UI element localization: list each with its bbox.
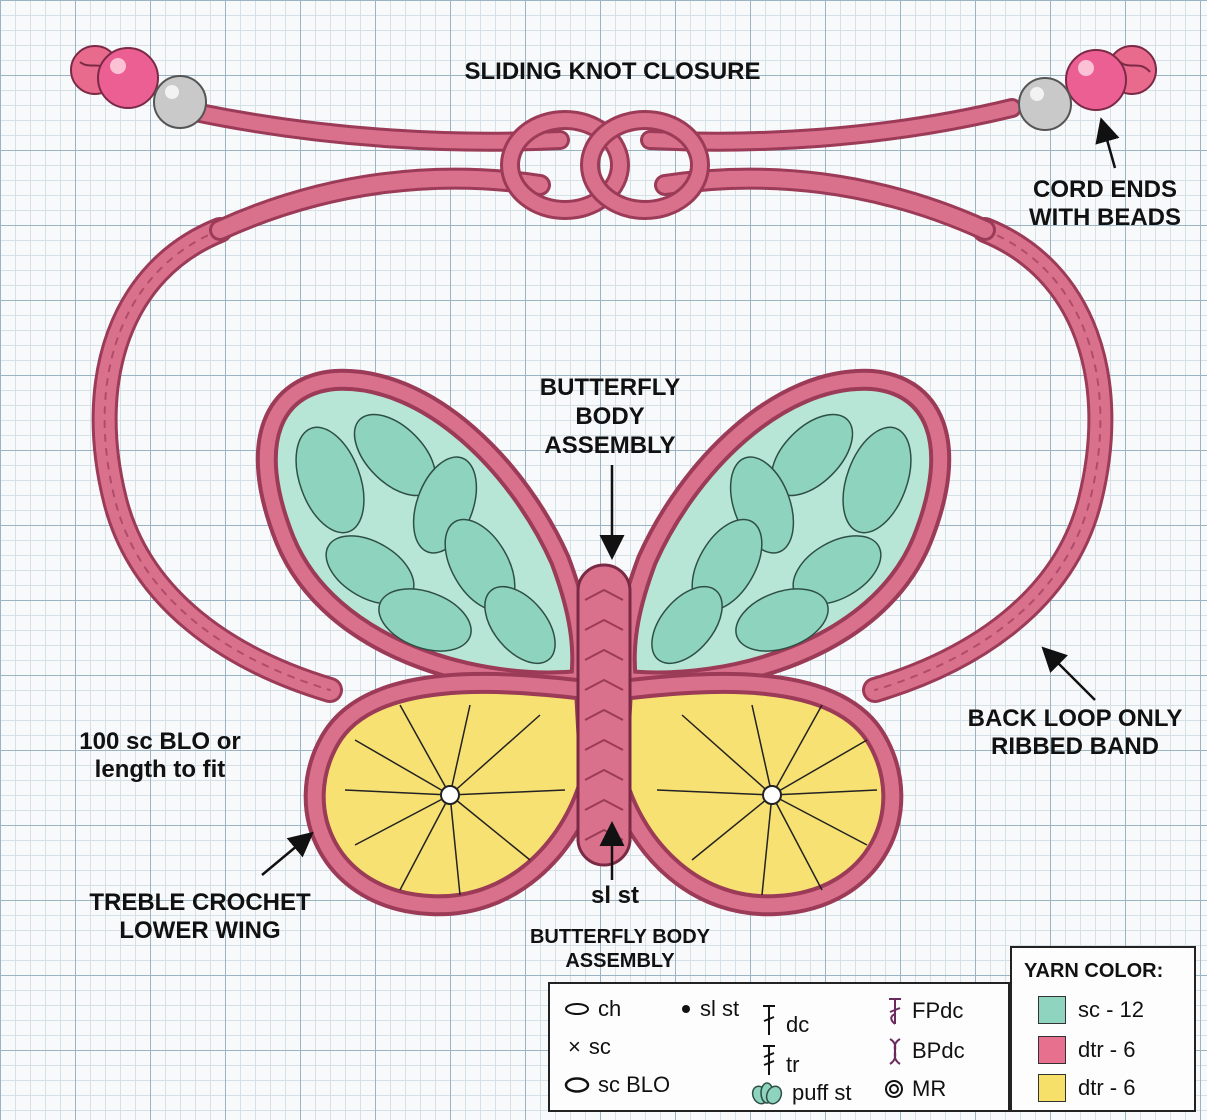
legend-tr-label: tr <box>786 1052 799 1078</box>
legend-fpdc: FPdc <box>886 996 963 1026</box>
length-line-2: length to fit <box>60 756 260 784</box>
body-assembly-top-label: BUTTERFLY BODY ASSEMBLY <box>510 374 710 460</box>
body-bottom-line-2: ASSEMBLY <box>505 950 735 974</box>
yarn-item-mint-label: sc - 12 <box>1078 997 1144 1023</box>
pink-swatch <box>1038 1036 1066 1064</box>
legend-fpdc-label: FPdc <box>912 998 963 1024</box>
double-crochet-icon <box>760 1003 778 1037</box>
band-line-1: BACK LOOP ONLY <box>955 705 1195 733</box>
lower-wing-line-2: LOWER WING <box>70 917 330 945</box>
ribbed-band-label: BACK LOOP ONLY RIBBED BAND <box>955 705 1195 762</box>
mint-swatch <box>1038 996 1066 1024</box>
legend-tr: tr <box>760 1042 799 1078</box>
magic-ring-icon <box>884 1079 904 1099</box>
back-post-dc-icon <box>886 1036 904 1066</box>
yarn-item-pink-label: dtr - 6 <box>1078 1037 1135 1063</box>
butterfly-body <box>578 565 630 865</box>
legend-puff-st: puff st <box>750 1080 852 1106</box>
legend-sc-blo: sc BLO <box>564 1072 670 1098</box>
chain-icon <box>564 1002 590 1016</box>
legend-puff-st-label: puff st <box>792 1080 852 1106</box>
treble-crochet-icon <box>760 1043 778 1077</box>
sc-blo-icon <box>564 1076 590 1094</box>
front-post-dc-icon <box>886 996 904 1026</box>
legend-ch-label: ch <box>598 996 621 1022</box>
yarn-legend-title: YARN COLOR: <box>1024 960 1163 983</box>
stitch-legend: ch × sc sc BLO sl st dc tr puff st FPdc … <box>548 982 1010 1112</box>
legend-bpdc: BPdc <box>886 1036 965 1066</box>
lower-wing-right <box>617 683 892 905</box>
bead-group-right <box>1019 46 1156 130</box>
puff-stitch-icon <box>750 1081 784 1105</box>
single-crochet-icon: × <box>568 1034 581 1060</box>
cord-ends-label: CORD ENDS WITH BEADS <box>1010 176 1200 233</box>
sl-st-label: sl st <box>565 882 665 910</box>
bead-group-left <box>71 46 206 128</box>
yarn-item-mint: sc - 12 <box>1038 996 1144 1024</box>
cord-ends-line-1: CORD ENDS <box>1010 176 1200 204</box>
length-label: 100 sc BLO or length to fit <box>60 728 260 785</box>
legend-mr-label: MR <box>912 1076 946 1102</box>
legend-bpdc-label: BPdc <box>912 1038 965 1064</box>
yarn-item-pink: dtr - 6 <box>1038 1036 1135 1064</box>
body-top-line-1: BUTTERFLY <box>510 374 710 403</box>
body-assembly-bottom-label: BUTTERFLY BODY ASSEMBLY <box>505 926 735 973</box>
legend-mr: MR <box>884 1076 946 1102</box>
yellow-swatch <box>1038 1074 1066 1102</box>
slip-stitch-icon <box>680 1003 692 1015</box>
body-top-line-2: BODY <box>510 403 710 432</box>
legend-dc: dc <box>760 1002 809 1038</box>
yarn-color-legend: YARN COLOR: sc - 12 dtr - 6 dtr - 6 <box>1010 946 1196 1112</box>
body-top-line-3: ASSEMBLY <box>510 432 710 461</box>
sliding-knot <box>510 120 700 210</box>
length-line-1: 100 sc BLO or <box>60 728 260 756</box>
legend-sc: × sc <box>568 1034 611 1060</box>
legend-dc-label: dc <box>786 1012 809 1038</box>
legend-sl-st: sl st <box>680 996 739 1022</box>
lower-wing-line-1: TREBLE CROCHET <box>70 889 330 917</box>
legend-sc-blo-label: sc BLO <box>598 1072 670 1098</box>
lower-wing-left <box>315 683 590 905</box>
legend-ch: ch <box>564 996 621 1022</box>
lower-wing-label: TREBLE CROCHET LOWER WING <box>70 889 330 946</box>
cord-ends-line-2: WITH BEADS <box>1010 204 1200 232</box>
yarn-item-yellow: dtr - 6 <box>1038 1074 1135 1102</box>
legend-sl-st-label: sl st <box>700 996 739 1022</box>
legend-sc-label: sc <box>589 1034 611 1060</box>
band-line-2: RIBBED BAND <box>955 733 1195 761</box>
yarn-item-yellow-label: dtr - 6 <box>1078 1075 1135 1101</box>
title-label: SLIDING KNOT CLOSURE <box>430 58 795 86</box>
body-bottom-line-1: BUTTERFLY BODY <box>505 926 735 950</box>
